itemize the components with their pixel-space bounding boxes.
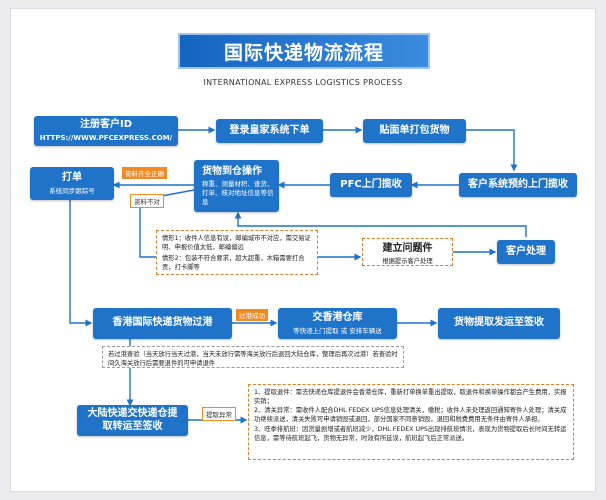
exception-3: 3、旺季排航班：因货量剧增或者航班减少，DHL FEDEX UPS出现排航班情况… xyxy=(254,425,567,442)
appointment-node: 客户系统预约上门揽收 xyxy=(459,173,577,197)
customer-handle-node-title: 客户处理 xyxy=(506,245,546,257)
situation-box: 情形1：收件人信息有误，邮编城市不对应，需交易证明、申报价值太低，邮编偏远 情形… xyxy=(156,230,318,275)
arrow-customer-warehouse xyxy=(234,211,527,237)
arrow-label-appointment xyxy=(466,129,518,172)
login-node: 登录皇家系统下单 xyxy=(216,119,323,143)
print-node-sub: 系统同步跟踪号 xyxy=(49,186,95,195)
warehouse-node: 货物到仓操作 称重、测量材积、查货、打单、核对地址信息等信息 xyxy=(194,160,279,212)
delivery-node-title: 货物提取发运至签收 xyxy=(454,317,544,329)
exception-box: 1、提取退件：需去快递仓库提退件会香港仓库，重新打单换单重出提取，取退件和换单操… xyxy=(248,384,574,460)
hk-customs-node: 香港国际快递货物过港 xyxy=(93,308,232,339)
print-node-title: 打单 xyxy=(62,172,82,184)
arrow-print-hk xyxy=(69,200,93,327)
problem-node: 建立问题件 根据提示客户处理 xyxy=(362,238,453,266)
exception-2: 2、清关异常：需收件人配合DHL FEDEX UPS信息处理清关，缴税；收件人未… xyxy=(254,407,567,424)
pfc-pickup-node: PFC上门揽收 xyxy=(330,173,412,197)
register-node-url: HTTPS://WWW.PFCEXPRESS.COM/ xyxy=(39,133,173,142)
problem-node-sub: 根据提示客户处理 xyxy=(382,257,433,265)
login-node-title: 登录皇家系统下单 xyxy=(229,124,310,136)
problem-node-title: 建立问题件 xyxy=(382,243,433,254)
hk-warehouse-node: 交香港仓库 等快递上门提取 或 安排车辆送 xyxy=(278,308,397,339)
customs-ok-tag: 过港成功 xyxy=(236,309,268,321)
mainland-node-title: 大陆快递交快递仓提取转运至签收 xyxy=(87,408,178,432)
page-title: 国际快递物流流程 xyxy=(223,41,384,64)
hk-warehouse-node-sub: 等快递上门提取 或 安排车辆送 xyxy=(293,326,382,335)
pfc-pickup-node-title: PFC上门揽收 xyxy=(340,178,402,190)
situation-1: 情形1：收件人信息有误，邮编城市不对应，需交易证明、申报价值太低，邮编偏远 xyxy=(162,235,311,252)
docs-wrong-tag: 资料不对 xyxy=(130,194,164,208)
warehouse-node-desc: 称重、测量材积、查货、打单、核对地址信息等信息 xyxy=(202,180,274,206)
register-node-title: 注册客户ID xyxy=(79,119,133,131)
warehouse-node-title: 货物到仓操作 xyxy=(202,165,262,177)
arrow-warehouse-situation xyxy=(139,189,195,258)
label-node-title: 贴面单打包货物 xyxy=(379,124,450,136)
appointment-node-title: 客户系统预约上门揽收 xyxy=(468,178,568,190)
delivery-node: 货物提取发运至签收 xyxy=(438,308,560,339)
docs-ok-tag: 资料齐全正确 xyxy=(122,167,167,179)
print-node: 打单 系统同步跟踪号 xyxy=(30,167,114,200)
pickup-error-tag: 提取异常 xyxy=(202,407,236,421)
title-banner: 国际快递物流流程 xyxy=(178,33,430,69)
hk-warehouse-node-title: 交香港仓库 xyxy=(312,312,363,324)
customer-handle-node: 客户处理 xyxy=(497,240,555,264)
register-node: 注册客户ID HTTPS://WWW.PFCEXPRESS.COM/ xyxy=(34,116,178,146)
hk-customs-node-title: 香港国际快递货物过港 xyxy=(112,317,213,329)
label-node: 贴面单打包货物 xyxy=(363,119,466,143)
page-subtitle: INTERNATIONAL EXPRESS LOGISTICS PROCESS xyxy=(203,78,403,87)
exception-1: 1、提取退件：需去快递仓库提退件会香港仓库，重新打单换单重出提取，取退件和换单操… xyxy=(254,389,567,406)
customs-note: 若过港查验（当天放行当天过港，当天未放行需等海关放行后退回大陆仓库，整理后再次过… xyxy=(102,346,404,368)
situation-2: 情形2：包装不符合要求，超大超重，木箱需要打合贡，打卡脚等 xyxy=(162,255,305,272)
mainland-node: 大陆快递交快递仓提取转运至签收 xyxy=(77,405,188,436)
